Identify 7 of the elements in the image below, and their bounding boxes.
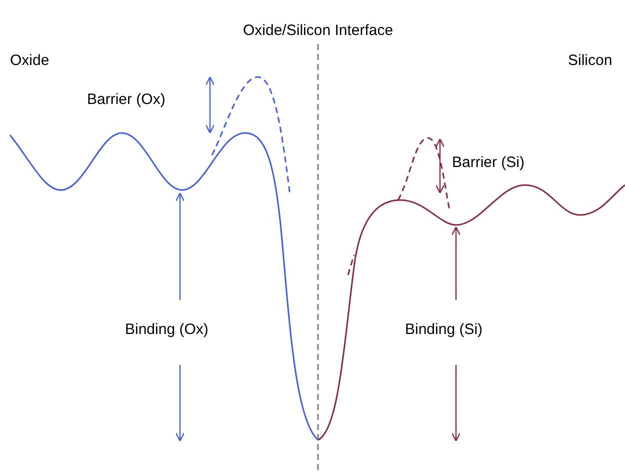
binding-label: Binding (Ox): [125, 321, 208, 338]
region-label: Oxide: [10, 52, 50, 69]
region-label: Silicon: [568, 52, 612, 69]
barrier-label: Barrier (Si): [452, 154, 525, 171]
diagram-title: Oxide/Silicon Interface: [243, 22, 394, 39]
binding-label: Binding (Si): [405, 321, 483, 338]
barrier-label: Barrier (Ox): [87, 91, 166, 108]
